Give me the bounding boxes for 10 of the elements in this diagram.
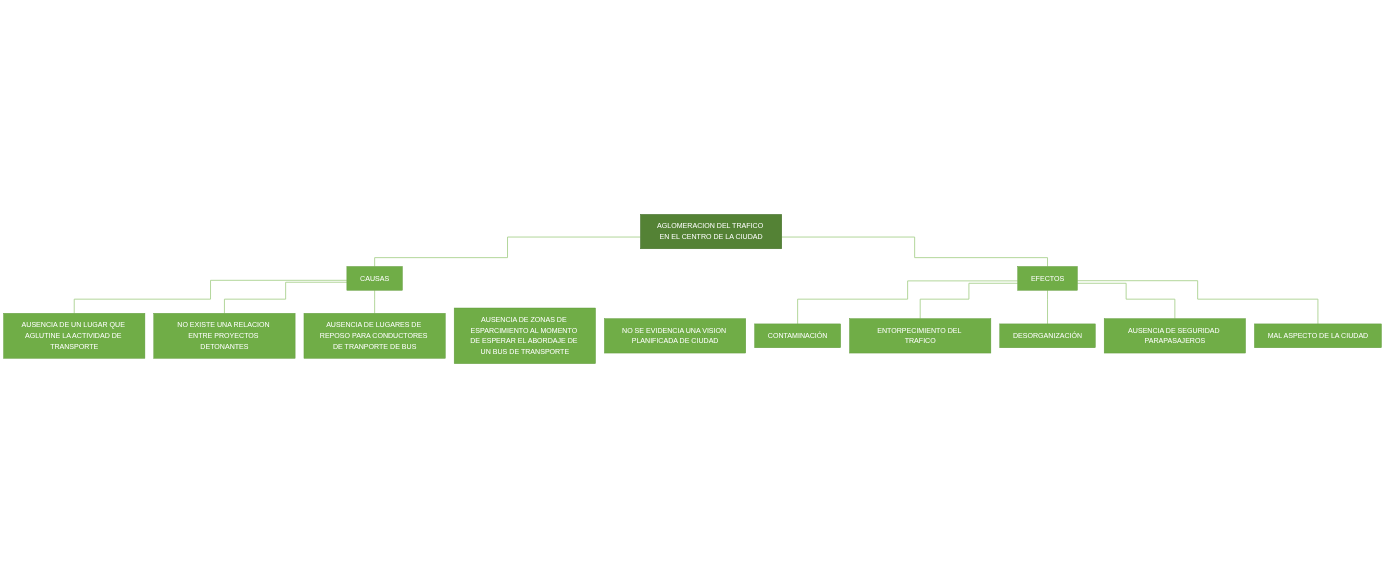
connector xyxy=(797,280,1019,325)
connector xyxy=(73,279,348,314)
connector xyxy=(1076,282,1176,320)
connector xyxy=(1047,289,1048,325)
connector xyxy=(374,289,376,314)
connector xyxy=(919,282,1019,320)
connector xyxy=(1076,280,1319,325)
connector xyxy=(224,281,348,314)
connector xyxy=(374,236,641,267)
connector xyxy=(781,236,1048,267)
